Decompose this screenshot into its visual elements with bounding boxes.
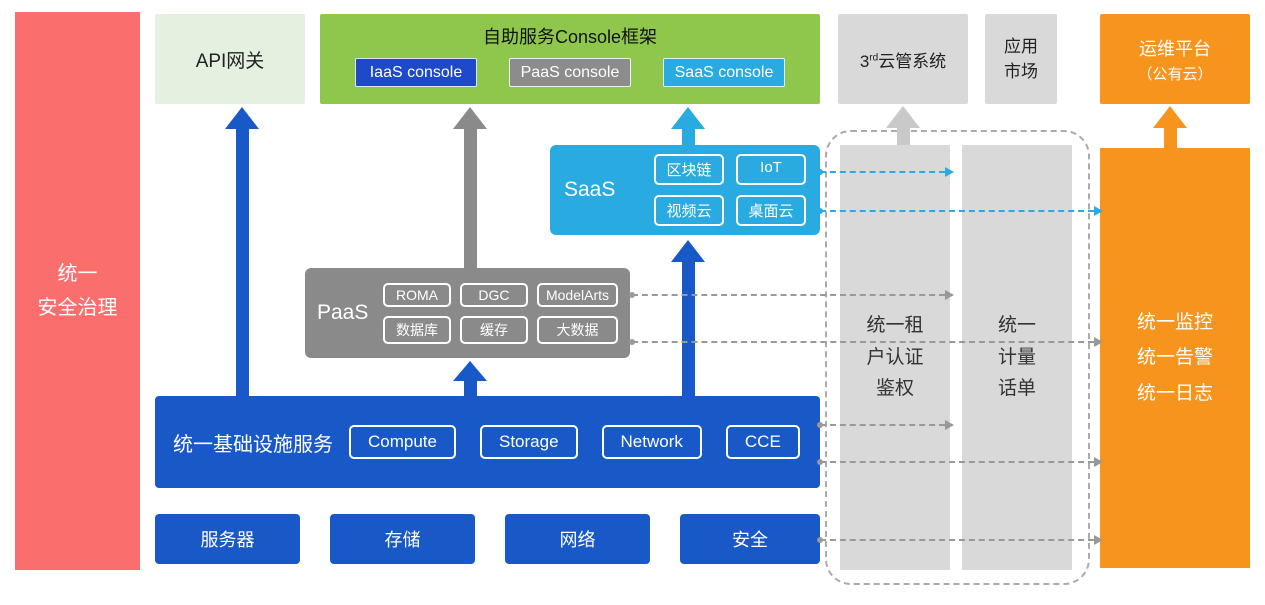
infrastructure-label: 统一基础设施服务 <box>173 433 333 456</box>
paas-item-modelarts: ModelArts <box>536 282 618 307</box>
auth-bar-label: 统一租 户认证 鉴权 <box>866 315 924 400</box>
monitoring-bar: 统一监控 统一告警 统一日志 <box>1100 148 1250 568</box>
paas-item-database: 数据库 <box>382 315 451 344</box>
ops-platform-box: 运维平台 （公有云） <box>1100 14 1250 104</box>
tenant-services-dashed-container <box>825 130 1090 585</box>
paas-items-grid: ROMA DGC ModelArts 数据库 缓存 大数据 <box>382 282 618 344</box>
api-gateway-label: API网关 <box>195 50 265 72</box>
security-governance-label: 统一 安全治理 <box>37 263 118 319</box>
infra-item-storage: Storage <box>479 425 578 459</box>
app-market-box: 应用 市场 <box>985 14 1057 104</box>
connector-arrowhead-icon <box>945 290 954 300</box>
saas-item-blockchain: 区块链 <box>654 154 724 185</box>
saas-items-grid: 区块链 IoT 视频云 桌面云 <box>654 154 806 226</box>
infrastructure-box: 统一基础设施服务 Compute Storage Network CCE <box>155 396 820 488</box>
connector-arrowhead-icon <box>1094 457 1103 467</box>
paas-item-cache: 缓存 <box>459 315 528 344</box>
connector-start-dot <box>629 292 635 298</box>
connector-start-dot <box>817 422 823 428</box>
third-party-cloud-box: 3rd云管系统 <box>838 14 968 104</box>
third-party-superscript: rd <box>869 51 879 63</box>
monitoring-bar-label: 统一监控 统一告警 统一日志 <box>1136 312 1213 404</box>
connector-start-dot <box>817 169 823 175</box>
connector-infra-to-auth <box>817 420 954 430</box>
paas-console-button: PaaS console <box>509 58 631 87</box>
infra-item-compute: Compute <box>349 425 456 459</box>
saas-box: SaaS 区块链 IoT 视频云 桌面云 <box>550 145 820 235</box>
connector-arrowhead-icon <box>945 420 954 430</box>
connector-start-dot <box>817 537 823 543</box>
connector-arrowhead-icon <box>945 167 954 177</box>
metering-bar: 统一 计量 话单 <box>962 145 1072 570</box>
ops-platform-label-line2: （公有云） <box>1137 65 1213 83</box>
paas-label: PaaS <box>317 301 369 324</box>
connector-saas-to-auth <box>817 167 954 177</box>
console-frame-box: 自助服务Console框架 IaaS console PaaS console … <box>320 14 820 104</box>
third-party-cloud-label: 3rd云管系统 <box>860 47 946 72</box>
connector-arrowhead-icon <box>1094 337 1103 347</box>
paas-item-roma: ROMA <box>382 282 451 307</box>
api-gateway-box: API网关 <box>155 14 305 104</box>
connector-security-to-monitoring <box>817 535 1103 545</box>
iaas-console-button: IaaS console <box>355 58 477 87</box>
metering-bar-label: 统一 计量 话单 <box>997 315 1036 400</box>
saas-label: SaaS <box>564 178 616 201</box>
connector-saas-to-monitoring <box>817 206 1103 216</box>
console-frame-title: 自助服务Console框架 <box>482 27 658 47</box>
hardware-security-box: 安全 <box>680 514 820 564</box>
security-governance-bar: 统一 安全治理 <box>15 12 140 570</box>
saas-item-iot: IoT <box>736 154 806 185</box>
paas-item-dgc: DGC <box>459 282 528 307</box>
connector-paas-to-monitoring <box>629 337 1103 347</box>
saas-item-video-cloud: 视频云 <box>654 195 724 226</box>
paas-item-bigdata: 大数据 <box>536 315 618 344</box>
connector-arrowhead-icon <box>1094 535 1103 545</box>
connector-infra-to-monitoring <box>817 457 1103 467</box>
paas-box: PaaS ROMA DGC ModelArts 数据库 缓存 大数据 <box>305 268 630 358</box>
infra-item-network: Network <box>601 425 702 459</box>
connector-start-dot <box>629 339 635 345</box>
console-button-row: IaaS console PaaS console SaaS console <box>355 58 785 87</box>
infra-item-cce: CCE <box>725 425 800 459</box>
hardware-server-box: 服务器 <box>155 514 300 564</box>
hardware-storage-box: 存储 <box>330 514 475 564</box>
connector-arrowhead-icon <box>1094 206 1103 216</box>
auth-bar: 统一租 户认证 鉴权 <box>840 145 950 570</box>
connector-start-dot <box>817 208 823 214</box>
app-market-label: 应用 市场 <box>1004 36 1038 82</box>
saas-item-desktop-cloud: 桌面云 <box>736 195 806 226</box>
connector-start-dot <box>817 459 823 465</box>
third-party-suffix: 云管系统 <box>878 51 947 71</box>
infrastructure-items: Compute Storage Network CCE <box>349 425 800 459</box>
connector-paas-to-auth <box>629 290 954 300</box>
ops-platform-label-line1: 运维平台 <box>1139 38 1211 59</box>
saas-console-button: SaaS console <box>663 58 785 87</box>
third-party-prefix: 3 <box>859 51 870 71</box>
hardware-network-box: 网络 <box>505 514 650 564</box>
